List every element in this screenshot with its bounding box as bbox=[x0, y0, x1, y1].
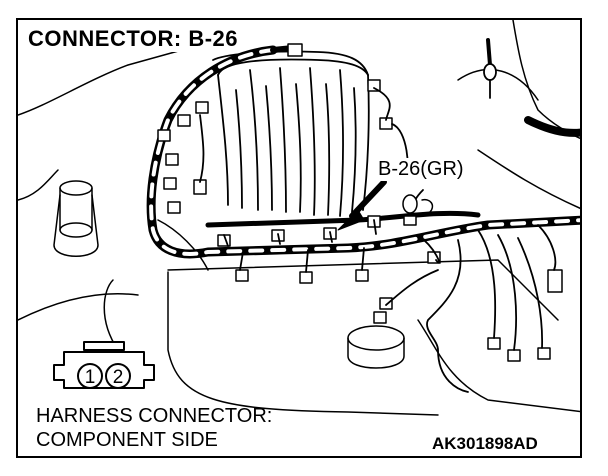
pin-1-label: 1 bbox=[85, 367, 96, 388]
sensor-bolt bbox=[402, 194, 434, 226]
hose-top-right bbox=[483, 38, 580, 137]
pin-2-circle bbox=[105, 363, 131, 389]
drawing-code: AK301898AD bbox=[432, 434, 538, 453]
cover-cylinder bbox=[347, 325, 405, 369]
diagram-frame: 1 2 CONNECTOR: B-26 B-26(GR) HARNESS CON… bbox=[16, 18, 582, 458]
callout-arrow bbox=[337, 179, 387, 231]
connector-caption-line1: HARNESS CONNECTOR: bbox=[36, 405, 273, 427]
engine-harness-illustration: 1 2 bbox=[18, 20, 580, 416]
harness-branches bbox=[199, 87, 557, 393]
connector-title: CONNECTOR: B-26 bbox=[28, 26, 243, 52]
connector-caption-line2: COMPONENT SIDE bbox=[36, 429, 218, 451]
connector-face-view: 1 2 bbox=[53, 341, 155, 389]
connector-callout-label: B-26(GR) bbox=[376, 158, 466, 181]
intake-manifold bbox=[212, 50, 370, 217]
harness-connectors bbox=[157, 43, 563, 362]
pin-1-circle bbox=[77, 363, 103, 389]
filler-cap-cylinder bbox=[53, 180, 99, 257]
pin-2-label: 2 bbox=[113, 367, 124, 388]
